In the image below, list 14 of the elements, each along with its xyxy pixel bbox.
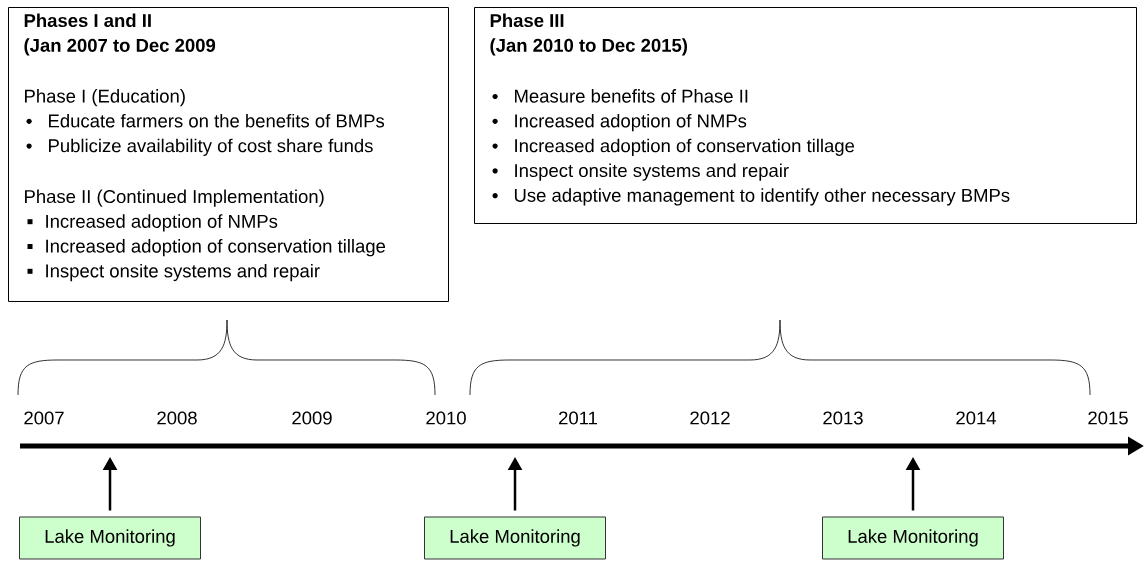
- year-label: 2012: [690, 411, 730, 425]
- year-label: 2007: [24, 411, 64, 425]
- monitoring-box: Lake Monitoring: [822, 516, 1004, 560]
- phase-box: Phase III (Jan 2010 to Dec 2015) Measure benefits of Phase II Increased adoption of NMPs Increased adoption of conservation tillage Inspect onsite systems and repair Use adaptive management to identify other necessary BMPs: [474, 7, 1137, 224]
- year-label: 2008: [157, 411, 197, 425]
- year-label: 2014: [956, 411, 997, 425]
- monitoring-box: Lake Monitoring: [19, 516, 201, 560]
- phase-box: Phases I and II (Jan 2007 to Dec 2009 Phase I (Education) Educate farmers on the benefits of BMPs Publicize availability of cost share funds Phase II (Continued Implementation) Increased adoption of NMPs Increased adoption of conservation tillage Inspect onsite systems and repair: [8, 7, 449, 302]
- year-label: 2009: [292, 411, 332, 425]
- year-label: 2015: [1088, 411, 1128, 425]
- year-label: 2013: [823, 411, 863, 425]
- year-label: 2010: [426, 411, 466, 425]
- year-label: 2011: [559, 411, 597, 425]
- monitoring-box: Lake Monitoring: [424, 516, 606, 560]
